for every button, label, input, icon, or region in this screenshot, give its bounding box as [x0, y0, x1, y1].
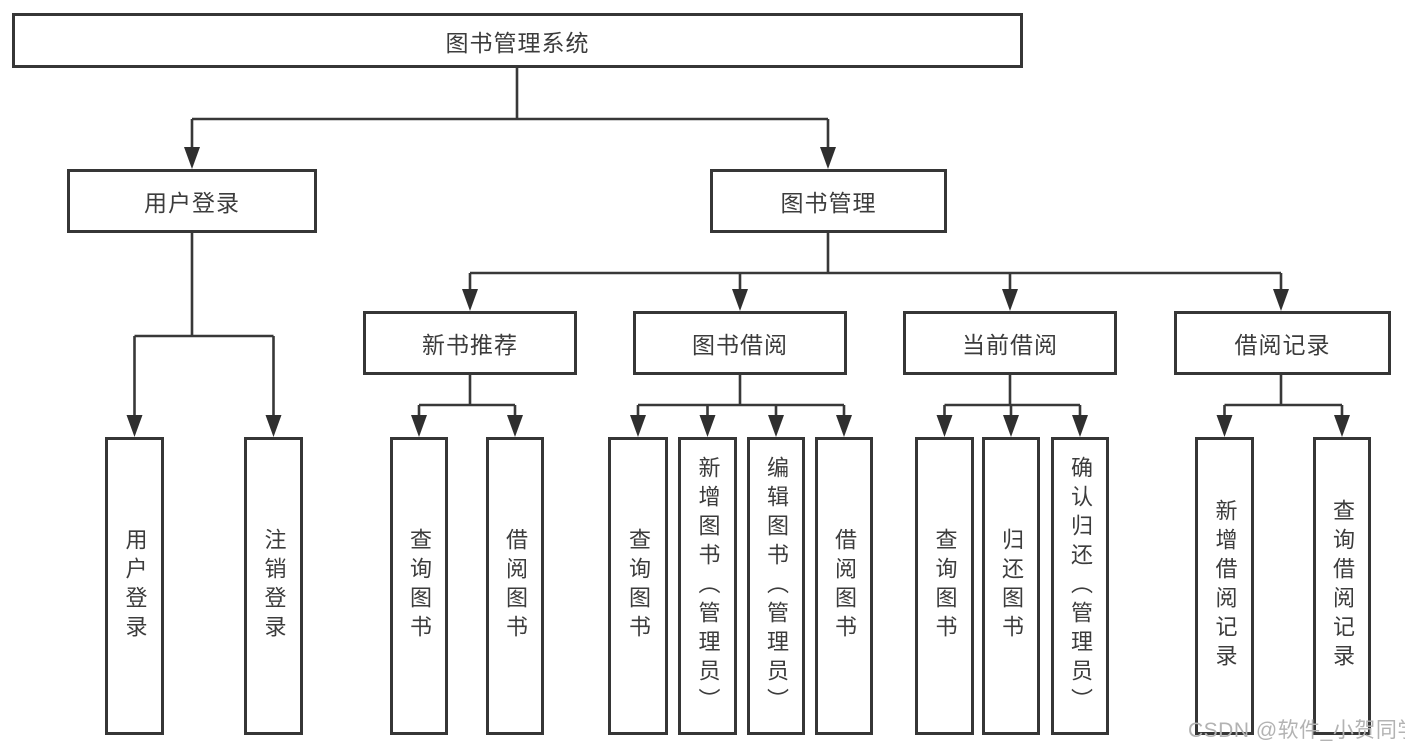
leaf-current-query-books: 查询图书 — [915, 437, 974, 735]
arrowheads — [126, 147, 1350, 437]
leaf-records-add-record: 新增借阅记录 — [1195, 437, 1254, 735]
node-new-books: 新书推荐 — [363, 311, 577, 375]
node-book-management-label: 图书管理 — [780, 190, 877, 216]
node-new-books-label: 新书推荐 — [422, 332, 518, 358]
node-book-borrow: 图书借阅 — [633, 311, 847, 375]
node-borrow-records-label: 借阅记录 — [1234, 332, 1331, 358]
node-current-borrow: 当前借阅 — [903, 311, 1117, 375]
node-root-label: 图书管理系统 — [445, 29, 590, 56]
node-current-borrow-label: 当前借阅 — [962, 332, 1058, 358]
leaf-borrow-query-books: 查询图书 — [608, 437, 668, 735]
leaf-borrow-edit-books-admin: 编辑图书（管理员） — [747, 437, 805, 735]
leaf-current-confirm-return-admin: 确认归还（管理员） — [1051, 437, 1109, 735]
leaf-newbooks-borrow-books: 借阅图书 — [486, 437, 544, 735]
node-user-login: 用户登录 — [67, 169, 317, 233]
watermark: CSDN @软件_小贺同学 — [1188, 719, 1405, 742]
node-book-management: 图书管理 — [710, 169, 947, 233]
node-book-borrow-label: 图书借阅 — [692, 332, 788, 358]
leaf-newbooks-query-books: 查询图书 — [390, 437, 448, 735]
leaf-records-query-record: 查询借阅记录 — [1313, 437, 1371, 735]
node-borrow-records: 借阅记录 — [1174, 311, 1391, 375]
node-user-login-label: 用户登录 — [144, 190, 240, 216]
leaf-logout: 注销登录 — [244, 437, 303, 735]
node-root: 图书管理系统 — [12, 13, 1023, 68]
leaf-user-login: 用户登录 — [105, 437, 164, 735]
leaf-current-return-books: 归还图书 — [982, 437, 1040, 735]
leaf-borrow-borrow-books: 借阅图书 — [815, 437, 873, 735]
leaf-borrow-add-books-admin: 新增图书（管理员） — [678, 437, 737, 735]
